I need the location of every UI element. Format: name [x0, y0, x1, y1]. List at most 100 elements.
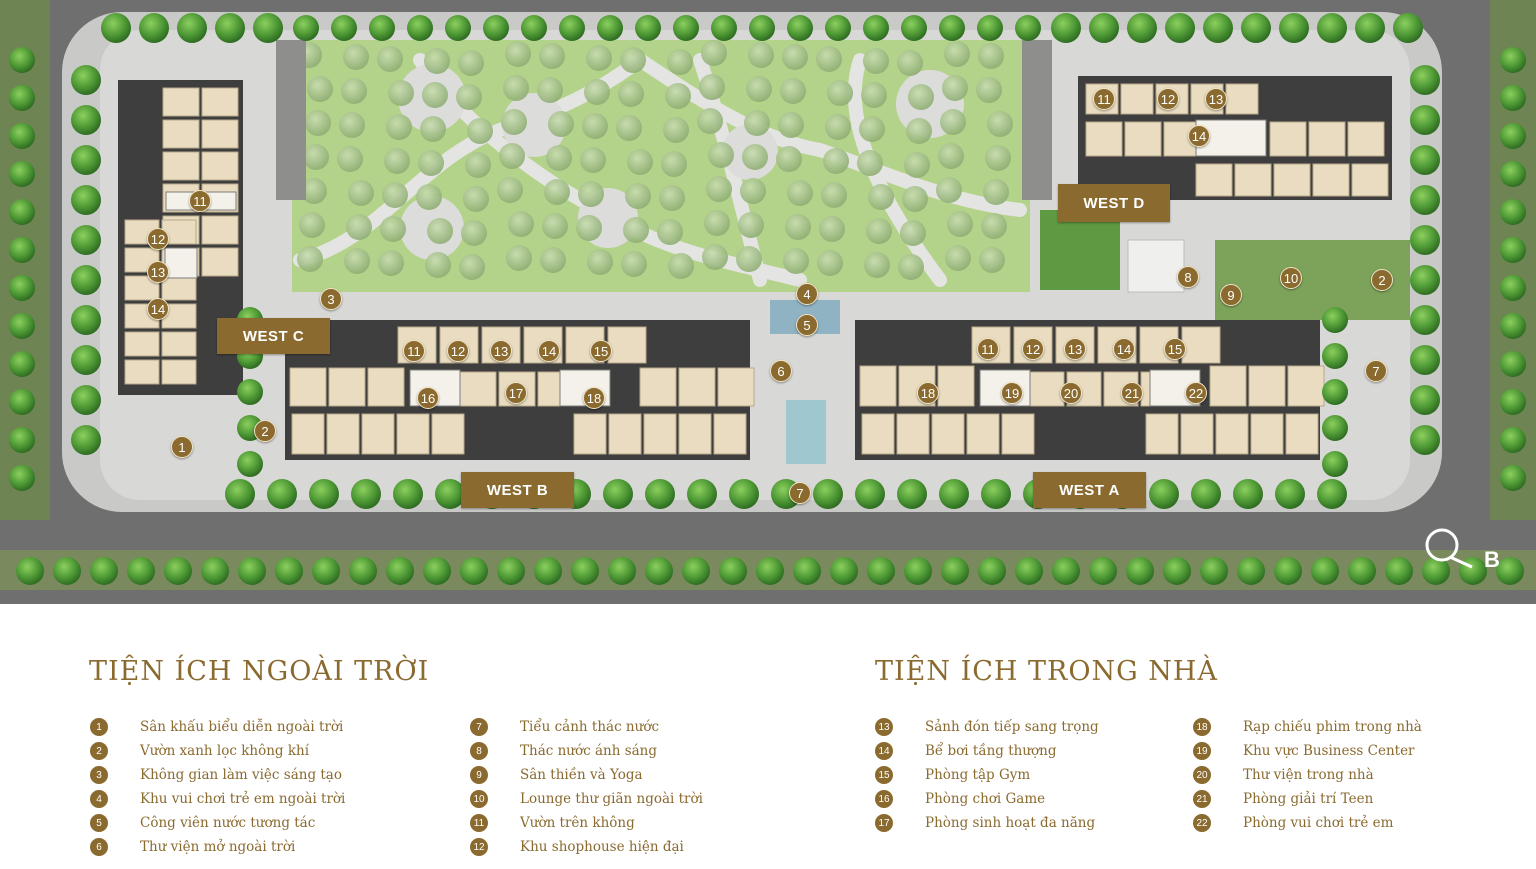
park-tree-icon	[587, 249, 613, 275]
tree-icon	[1410, 265, 1440, 295]
tree-icon	[164, 557, 192, 585]
park-tree-icon	[344, 248, 370, 274]
tree-icon	[71, 425, 101, 455]
tree-icon	[275, 557, 303, 585]
park-tree-icon	[823, 148, 849, 174]
tree-icon	[687, 479, 717, 509]
tree-icon	[1496, 557, 1524, 585]
marker-9: 9	[1220, 284, 1242, 306]
tree-icon	[101, 13, 131, 43]
apartment-unit	[931, 413, 965, 455]
tree-icon	[139, 13, 169, 43]
tree-icon	[939, 15, 965, 41]
tree-icon	[682, 557, 710, 585]
tree-icon	[177, 13, 207, 43]
legend-number-badge: 2	[90, 742, 108, 760]
block-label-west-a: WEST A	[1033, 472, 1146, 508]
tree-icon	[267, 479, 297, 509]
park-tree-icon	[506, 245, 532, 271]
tree-icon	[1015, 15, 1041, 41]
apartment-unit	[291, 413, 325, 455]
marker-6: 6	[770, 360, 792, 382]
legend-number-badge: 18	[1193, 718, 1211, 736]
park-tree-icon	[665, 83, 691, 109]
park-tree-icon	[985, 145, 1011, 171]
park-tree-icon	[859, 116, 885, 142]
park-tree-icon	[544, 179, 570, 205]
tree-icon	[1317, 13, 1347, 43]
park-tree-icon	[465, 152, 491, 178]
tree-icon	[867, 557, 895, 585]
park-tree-icon	[668, 253, 694, 279]
tree-icon	[445, 15, 471, 41]
park-tree-icon	[863, 48, 889, 74]
tree-icon	[719, 557, 747, 585]
north-arrow-icon	[1425, 528, 1473, 569]
tree-icon	[53, 557, 81, 585]
park-tree-icon	[783, 248, 809, 274]
tree-icon	[608, 557, 636, 585]
tree-icon	[1149, 479, 1179, 509]
tree-icon	[1410, 425, 1440, 455]
tree-icon	[1163, 557, 1191, 585]
park-tree-icon	[976, 77, 1002, 103]
tree-icon	[71, 225, 101, 255]
park-tree-icon	[661, 151, 687, 177]
tree-icon	[127, 557, 155, 585]
tree-icon	[386, 557, 414, 585]
tree-icon	[201, 557, 229, 585]
tree-icon	[521, 15, 547, 41]
tree-icon	[9, 123, 35, 149]
tree-icon	[9, 465, 35, 491]
park-tree-icon	[620, 47, 646, 73]
park-tree-icon	[422, 82, 448, 108]
block-label-west-d: WEST D	[1058, 184, 1170, 222]
marker-12: 12	[147, 228, 169, 250]
park-tree-icon	[787, 180, 813, 206]
legend-label: Sân khấu biểu diễn ngoài trời	[140, 719, 344, 735]
park-tree-icon	[463, 186, 489, 212]
apartment-unit	[201, 119, 239, 149]
park-tree-icon	[744, 110, 770, 136]
park-tree-icon	[337, 146, 363, 172]
apartment-unit	[607, 326, 647, 364]
park-tree-icon	[384, 148, 410, 174]
park-tree-icon	[305, 110, 331, 136]
legend-label: Phòng tập Gym	[925, 767, 1031, 783]
tree-icon	[349, 557, 377, 585]
tree-icon	[460, 557, 488, 585]
legend-label: Khu vực Business Center	[1243, 743, 1415, 759]
tree-icon	[497, 557, 525, 585]
tree-icon	[1241, 13, 1271, 43]
tree-icon	[1126, 557, 1154, 585]
west-d-plaza	[1127, 239, 1185, 293]
strip-left	[276, 40, 306, 200]
apartment-unit	[717, 367, 755, 407]
marker-10: 10	[1280, 267, 1302, 289]
park-tree-icon	[936, 177, 962, 203]
park-tree-icon	[699, 74, 725, 100]
park-tree-icon	[819, 216, 845, 242]
park-tree-icon	[738, 212, 764, 238]
tree-icon	[253, 13, 283, 43]
tree-icon	[483, 15, 509, 41]
park-tree-icon	[697, 108, 723, 134]
tree-icon	[1500, 123, 1526, 149]
tree-icon	[1322, 343, 1348, 369]
park-tree-icon	[940, 109, 966, 135]
park-tree-icon	[420, 116, 446, 142]
tree-icon	[1311, 557, 1339, 585]
tree-icon	[237, 379, 263, 405]
apartment-unit	[896, 413, 930, 455]
apartment-unit	[1085, 121, 1123, 157]
tree-icon	[71, 105, 101, 135]
park-tree-icon	[307, 76, 333, 102]
tree-icon	[1410, 65, 1440, 95]
tree-icon	[9, 313, 35, 339]
legend-number-badge: 10	[470, 790, 488, 808]
park-tree-icon	[461, 220, 487, 246]
park-tree-icon	[505, 41, 531, 67]
